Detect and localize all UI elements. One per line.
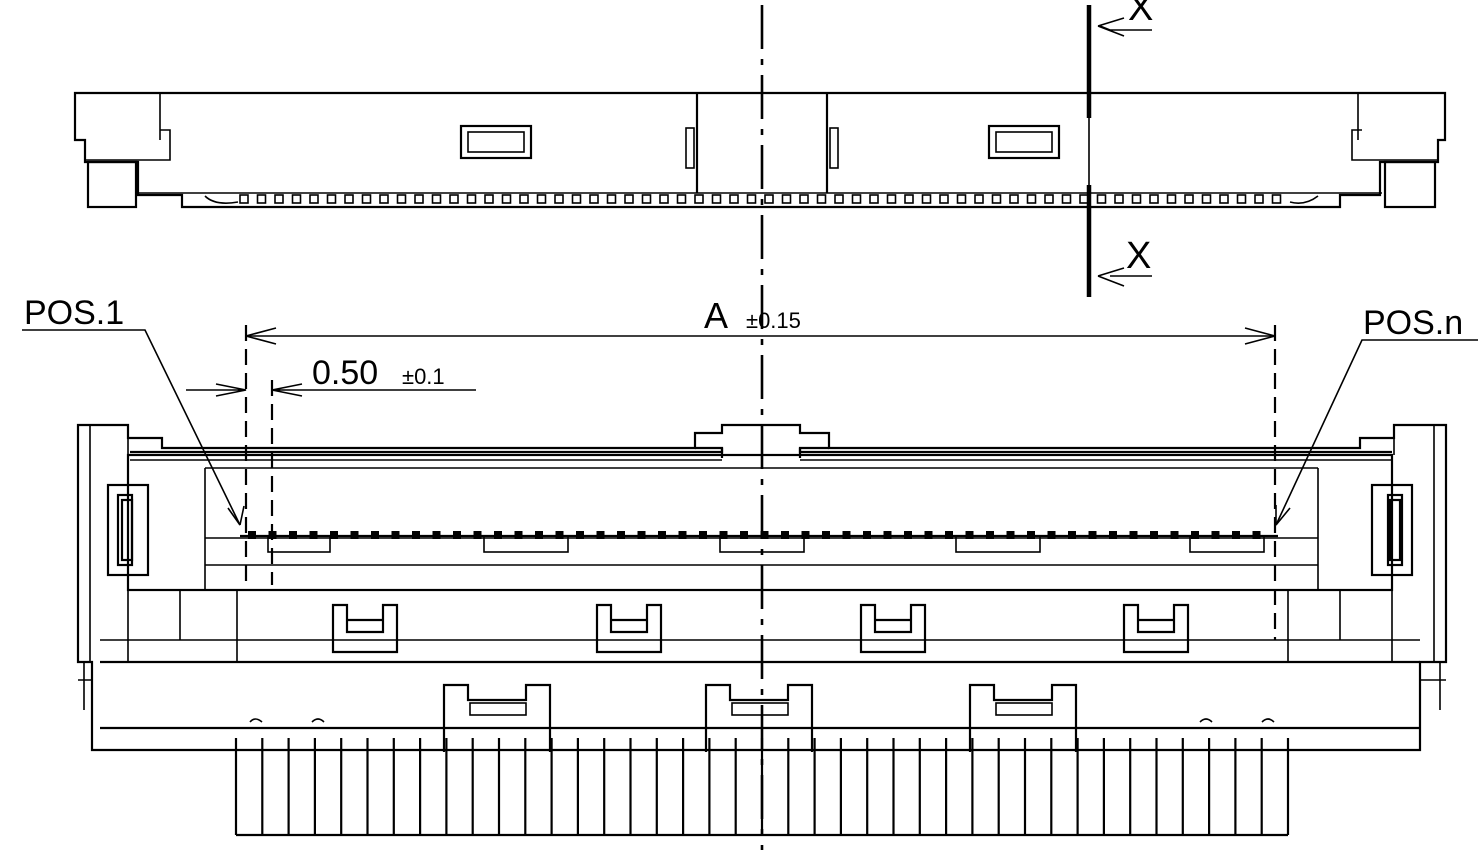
- top-contact: [1131, 194, 1142, 204]
- dim-pitch-label: 0.50: [312, 354, 378, 392]
- clip-window: [731, 702, 789, 716]
- top-view-outline: [73, 91, 1447, 209]
- top-contact: [519, 194, 529, 204]
- pos-1-label: POS.1: [24, 294, 124, 332]
- top-contact: [1149, 194, 1159, 204]
- top-contact: [764, 194, 774, 204]
- top-view-left-block: [86, 160, 138, 209]
- top-contact: [1254, 194, 1264, 204]
- top-contact: [816, 194, 827, 204]
- top-contact: [1219, 194, 1229, 204]
- dim-pitch-tolerance: ±0.1: [402, 364, 445, 389]
- hook: [859, 603, 927, 654]
- top-contact: [536, 194, 547, 204]
- top-contact: [1201, 194, 1212, 204]
- dim-a-tolerance: ±0.15: [746, 308, 801, 333]
- top-contact: [1184, 194, 1194, 204]
- front-view-left-latch: [106, 483, 150, 577]
- front-view-clips: [442, 683, 1078, 752]
- front-view-hooks: [331, 603, 1190, 654]
- top-view-window-left: [459, 124, 533, 160]
- pos-n-label: POS.n: [1363, 304, 1463, 342]
- top-view-window-right: [987, 124, 1061, 160]
- hook: [1122, 603, 1190, 654]
- top-contact: [326, 194, 337, 204]
- top-contact: [379, 194, 389, 204]
- top-contact: [851, 194, 862, 204]
- section-label-bottom: X: [1126, 235, 1151, 277]
- section-line: X X: [1086, 0, 1153, 297]
- top-contact: [799, 194, 809, 204]
- top-contact: [309, 194, 319, 204]
- dimension-a: A ±0.15: [244, 295, 1277, 640]
- top-contact: [1114, 194, 1124, 204]
- top-view: [73, 91, 1447, 209]
- top-contact: [361, 194, 372, 204]
- dim-a-label: A: [704, 295, 728, 336]
- top-contact: [1236, 194, 1247, 204]
- front-view-housing: [126, 453, 1394, 592]
- clip-window: [995, 702, 1053, 716]
- top-contact: [554, 194, 564, 204]
- dimension-pitch: 0.50 ±0.1: [186, 354, 476, 585]
- front-view: [76, 423, 1448, 837]
- top-contact: [904, 194, 914, 204]
- top-contact: [659, 194, 669, 204]
- top-contact: [484, 194, 494, 204]
- pos-callouts: POS.1 POS.n: [22, 294, 1478, 526]
- top-contact: [466, 194, 477, 204]
- section-label-top: X: [1128, 0, 1153, 29]
- top-contact: [886, 194, 897, 204]
- top-contact: [571, 194, 582, 204]
- top-contact: [274, 194, 284, 204]
- top-contact: [1044, 194, 1054, 204]
- front-view-pins: [234, 738, 1290, 835]
- top-contact: [396, 194, 407, 204]
- hook: [331, 603, 399, 654]
- top-contact: [291, 194, 302, 204]
- clip-window: [469, 702, 527, 716]
- top-contact: [414, 194, 424, 204]
- top-contact: [746, 194, 757, 204]
- top-contact: [1271, 194, 1282, 204]
- top-contact: [939, 194, 949, 204]
- top-contact: [711, 194, 722, 204]
- top-contact: [1166, 194, 1177, 204]
- hook: [595, 603, 663, 654]
- top-view-right-block: [1383, 160, 1437, 209]
- top-contact: [606, 194, 617, 204]
- top-contact: [921, 194, 932, 204]
- top-contact: [869, 194, 879, 204]
- top-contact: [834, 194, 844, 204]
- top-contact: [991, 194, 1002, 204]
- clip: [704, 683, 814, 752]
- front-view-right-latch: [1370, 483, 1414, 577]
- top-contact: [781, 194, 792, 204]
- top-contact: [589, 194, 599, 204]
- top-contact: [1009, 194, 1019, 204]
- top-contact: [1096, 194, 1107, 204]
- top-contact: [974, 194, 984, 204]
- top-contact: [239, 194, 249, 204]
- top-contact: [1061, 194, 1072, 204]
- top-contact: [449, 194, 459, 204]
- top-contact: [1026, 194, 1037, 204]
- top-view-contacts: [239, 194, 1282, 204]
- top-contact: [344, 194, 354, 204]
- top-contact: [624, 194, 634, 204]
- top-contact: [729, 194, 739, 204]
- top-contact: [431, 194, 442, 204]
- clip: [968, 683, 1078, 752]
- top-contact: [676, 194, 687, 204]
- clip: [442, 683, 552, 752]
- top-contact: [956, 194, 967, 204]
- top-contact: [694, 194, 704, 204]
- top-contact: [501, 194, 512, 204]
- top-contact: [641, 194, 652, 204]
- top-contact: [256, 194, 267, 204]
